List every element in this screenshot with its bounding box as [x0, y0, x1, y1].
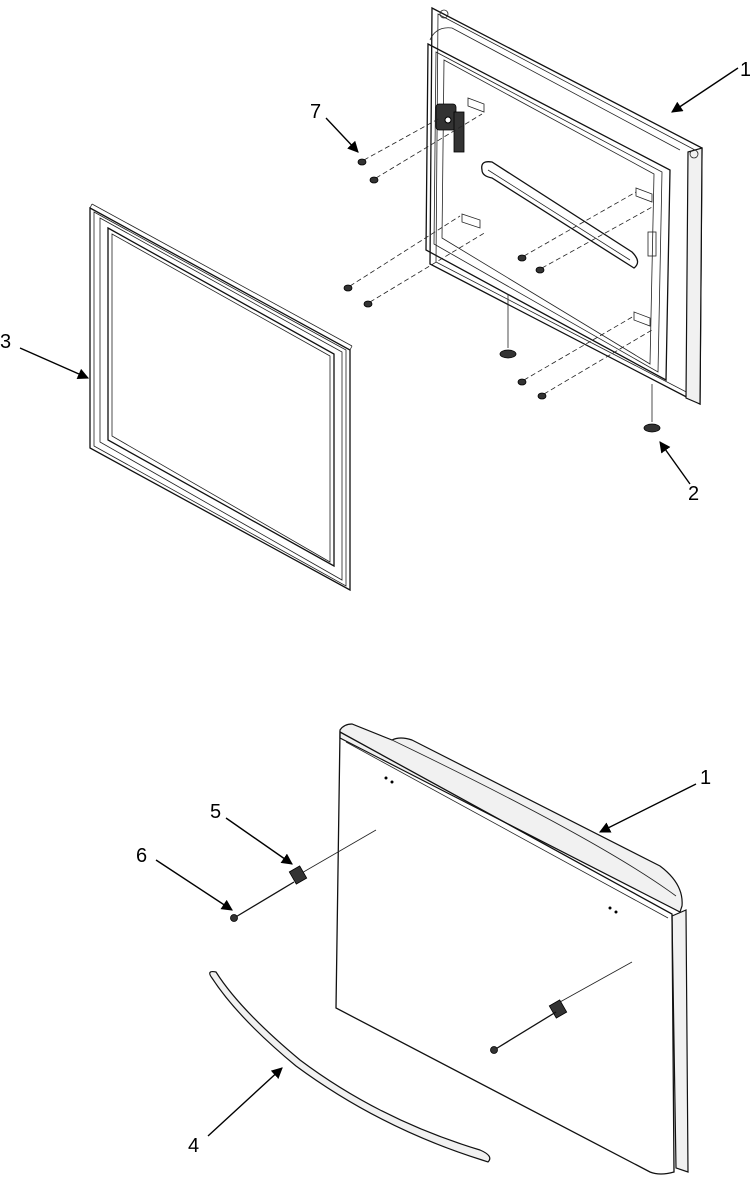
callout-5: 5	[210, 801, 221, 823]
handle-hardware	[230, 865, 568, 1054]
callout-leaders	[19, 67, 739, 1137]
callout-3: 3	[0, 331, 11, 353]
callout-1-top: 1	[740, 59, 750, 81]
callout-6: 6	[136, 845, 147, 867]
callout-labels: 1 2 3 7 1 5 6 4	[0, 59, 750, 1157]
callout-2: 2	[688, 483, 699, 505]
callout-7: 7	[310, 101, 321, 123]
liner-screws	[343, 113, 655, 400]
door-gasket	[89, 203, 353, 592]
drawer-handle	[209, 971, 491, 1163]
callout-1-bottom: 1	[700, 767, 711, 789]
drawer-front-assembly	[299, 723, 689, 1175]
door-liner-assembly	[425, 6, 703, 422]
callout-4: 4	[188, 1135, 199, 1157]
bumper-parts	[499, 349, 661, 433]
